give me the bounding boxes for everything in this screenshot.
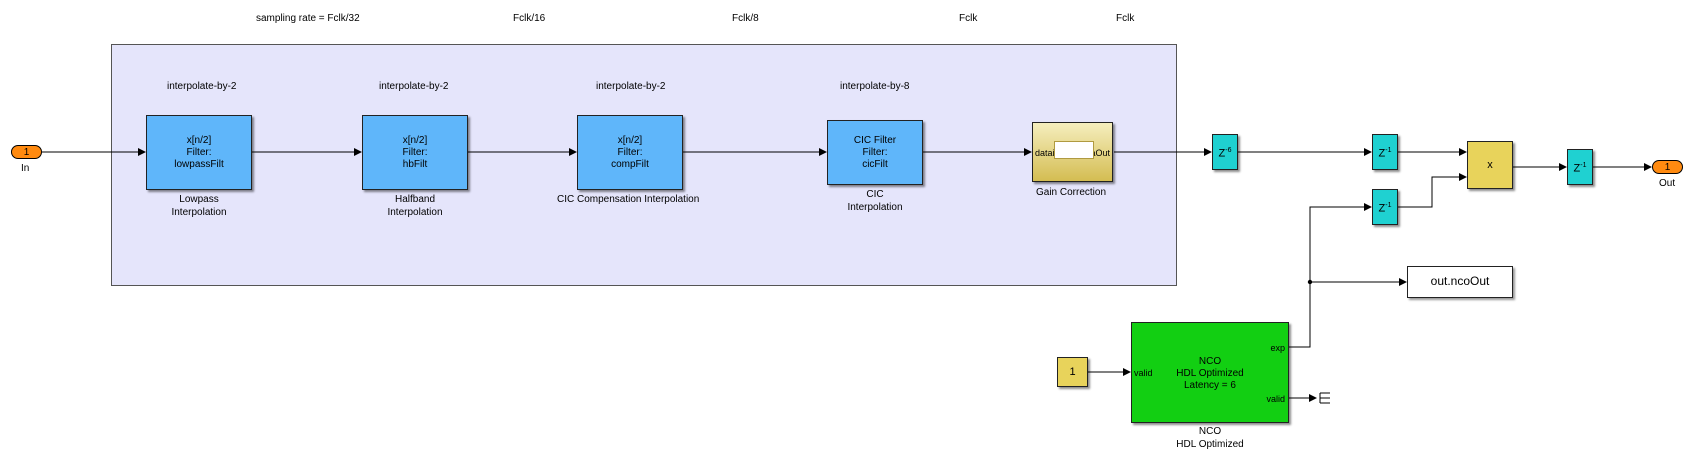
filter-line: Filter: [862,146,888,158]
caption-line: HDL Optimized [1176,439,1244,450]
gain-correction-caption: Gain Correction [1036,187,1107,198]
filter-line: x[n/2] [186,134,212,146]
interp-label-cic: interpolate-by-8 [840,81,910,92]
rate-label-fclk16: Fclk/16 [513,13,546,24]
outport-label: Out [1659,178,1676,189]
delay-z1-exp: -1 [1385,146,1392,154]
nco-caption: NCO HDL Optimized [1170,425,1250,451]
filter-line: cicFilt [862,158,888,170]
cic-compensation-caption: CIC Compensation Interpolation [557,194,700,205]
filter-line: Filter: [402,146,428,158]
nco-line: NCO [1198,356,1222,367]
delay-z1-exp: -1 [1385,201,1392,209]
delay-z1-exp: -1 [1580,161,1587,169]
delay-z1-text: Z-1 [1379,145,1392,160]
filter-line: x[n/2] [617,134,643,146]
gain-subsystem-thumbnail [1054,141,1094,159]
delay-z1-base: Z [1378,147,1386,160]
caption-line: NCO [1198,426,1222,437]
delay-z1-lower-block[interactable]: Z-1 [1372,189,1398,225]
filter-line: x[n/2] [402,134,428,146]
nco-hdl-optimized-block[interactable]: NCO HDL Optimized Latency = 6 valid exp … [1131,322,1289,423]
caption-line: Interpolation [171,207,227,218]
caption-line: Interpolation [387,207,443,218]
delay-z1-output-block[interactable]: Z-1 [1567,149,1593,185]
interp-label-halfband: interpolate-by-2 [379,81,449,92]
product-block[interactable]: x [1467,141,1513,189]
outport-block[interactable]: 1 [1652,160,1683,174]
filter-line: Filter: [617,146,643,158]
delay-z1-text: Z-1 [1379,200,1392,215]
nco-exp-port: exp [1270,343,1285,353]
caption-line: Lowpass [179,194,219,205]
nco-line: HDL Optimized [1176,368,1244,379]
delay-z1-text: Z-1 [1574,160,1587,175]
rate-label-fclk8: Fclk/8 [732,13,759,24]
rate-label-fclk-b: Fclk [1116,13,1135,24]
cic-compensation-filter-block[interactable]: x[n/2]Filter:compFilt [577,115,683,190]
nco-line: Latency = 6 [1184,380,1236,391]
interp-label-compensation: interpolate-by-2 [596,81,666,92]
constant-block[interactable]: 1 [1057,357,1088,387]
delay-z1-upper-block[interactable]: Z-1 [1372,134,1398,170]
halfband-filter-block[interactable]: x[n/2]Filter:hbFilt [362,115,468,190]
delay-z6-exp: -6 [1225,146,1232,154]
delay-z6-block[interactable]: Z-6 [1212,134,1238,170]
lowpass-filter-block[interactable]: x[n/2]Filter:lowpassFilt [146,115,252,190]
delay-z1-base: Z [1573,162,1581,175]
nco-block-text: NCO HDL Optimized Latency = 6 [1132,356,1288,392]
delay-z6-text: Z-6 [1219,145,1232,160]
filter-line: Filter: [186,146,212,158]
nco-valid-in-port: valid [1134,368,1153,378]
inport-block[interactable]: 1 [11,145,42,159]
inport-label: In [21,163,30,174]
filter-line: CIC Filter [853,134,897,146]
caption-line: Halfband [394,194,436,205]
filter-line: hbFilt [402,158,428,170]
delay-z1-base: Z [1378,202,1386,215]
to-workspace-block[interactable]: out.ncoOut [1407,266,1513,298]
rate-label-fclk32: sampling rate = Fclk/32 [256,13,360,24]
rate-label-fclk-a: Fclk [959,13,978,24]
caption-line: CIC [866,189,884,200]
gain-correction-block[interactable]: datain dataOut [1032,122,1113,182]
gain-datain-port: datain [1035,148,1060,158]
filter-line: compFilt [611,158,649,170]
cic-caption: CIC Interpolation [835,188,915,214]
delay-z6-base: Z [1218,147,1226,160]
interp-label-lowpass: interpolate-by-2 [167,81,237,92]
caption-line: Interpolation [847,202,903,213]
filter-line: lowpassFilt [174,158,224,170]
nco-valid-out-port: valid [1266,394,1285,404]
